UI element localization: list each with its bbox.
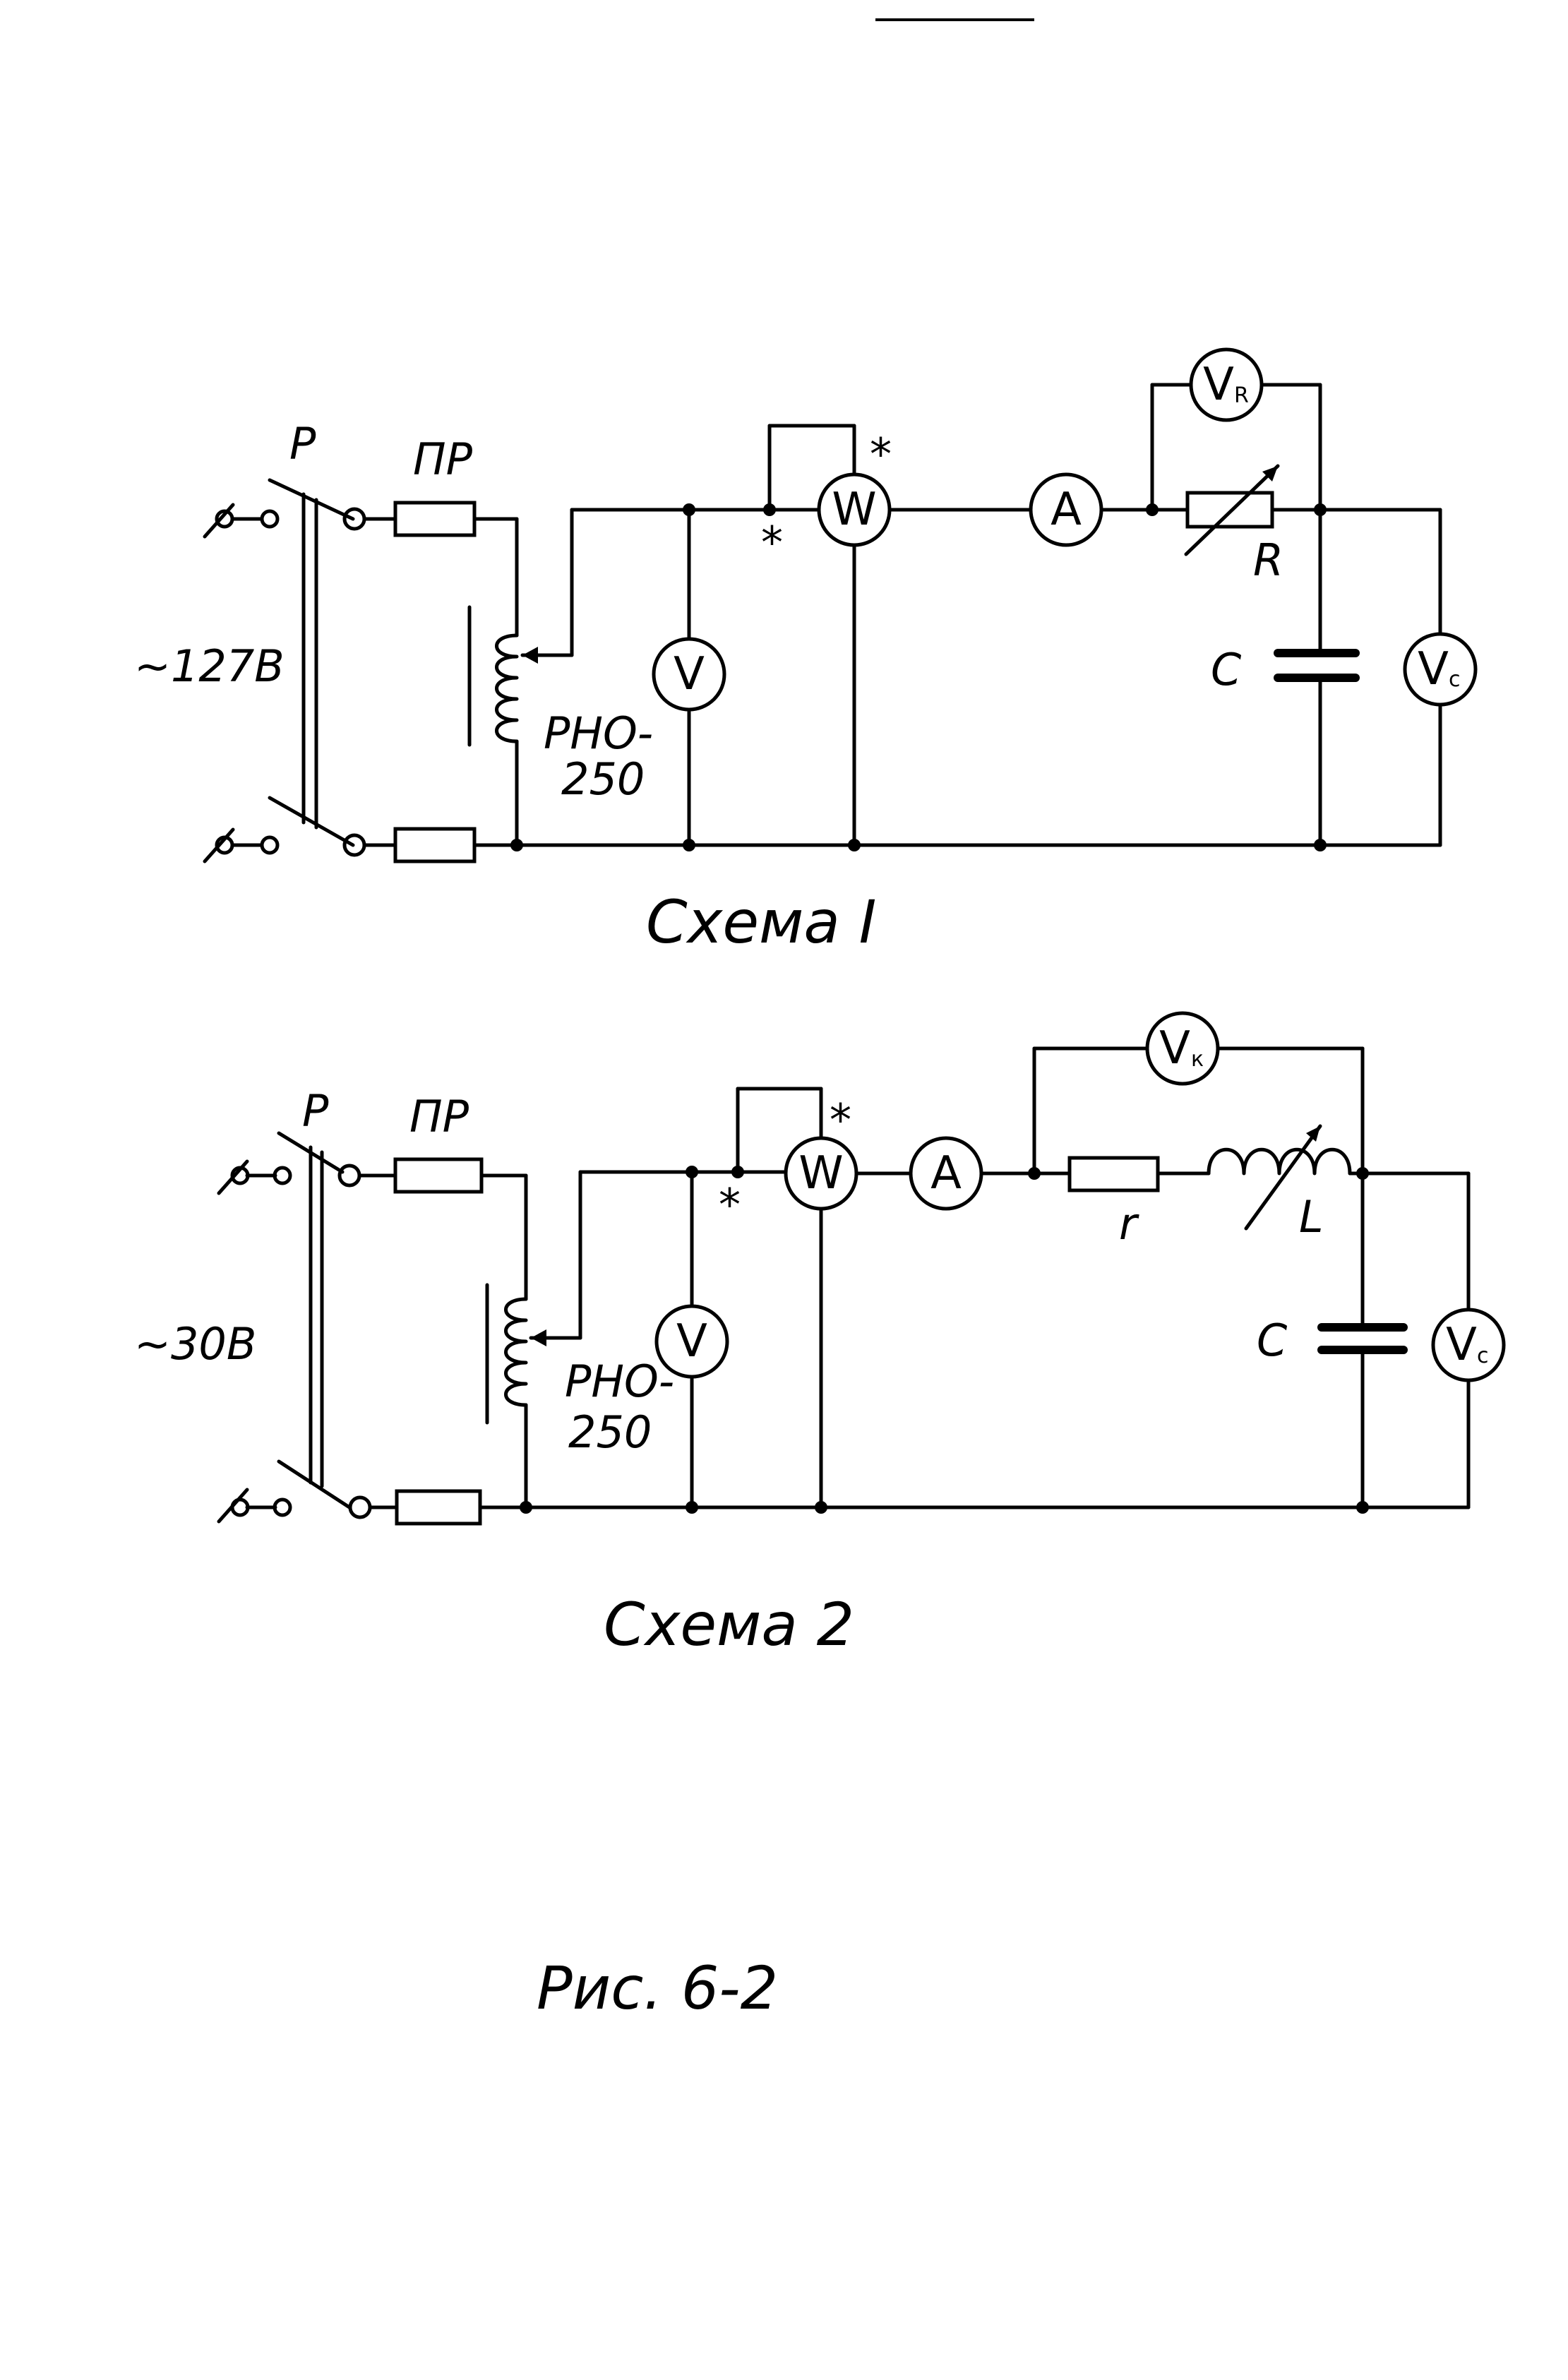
scheme1-resistor-label: R [1253,534,1283,586]
scheme1-fuse-top [393,501,477,537]
scheme2-resistor-label: r [1119,1198,1139,1250]
scheme1-vr-subscript: R [1234,383,1249,408]
scheme1-autotransformer-label-1: РНО- [544,707,653,759]
scheme2-fuse-bottom [395,1489,482,1526]
scheme-1: P ПР РНО- 250 ~127В V [134,347,1478,957]
scheme2-vk-label: V [1159,1022,1190,1075]
scheme2-autotransformer-label-1: РНО- [565,1356,674,1407]
scheme1-vc-label: V [1418,643,1449,695]
scheme1-switch-label: P [289,418,316,470]
scheme1-autotransformer-label-2: 250 [561,753,645,805]
scheme1-ammeter-label: A [1051,484,1082,536]
scheme2-vk-subscript: к [1191,1047,1204,1072]
scheme1-fuse-bottom [393,827,477,863]
scheme2-fuse-label: ПР [409,1091,469,1142]
scheme2-variable-inductor [1207,1124,1352,1231]
scheme1-wattmeter: W [767,424,892,851]
scheme1-wattmeter-label: W [832,484,876,536]
scheme2-input-terminal-top [217,1159,292,1195]
scheme1-wattmeter-star-1: * [761,517,783,568]
scheme2-autotransformer-label-2: 250 [568,1406,652,1458]
scheme2-capacitor-label: C [1257,1315,1288,1366]
scheme1-vr-label: V [1203,359,1234,411]
scheme1-voltmeter-label: V [674,648,705,700]
scheme2-voltmeter-label: V [676,1315,707,1368]
scheme1-capacitor-label: C [1211,644,1242,695]
scheme2-fuse-top [393,1157,484,1194]
scheme1-wattmeter-star-2: * [870,429,892,480]
scheme-2: P ПР РНО- 250 ~30В V [134,1011,1506,1659]
scheme1-vc-subscript: c [1449,667,1461,692]
scheme1-fuse-label: ПР [413,433,473,485]
scheme1-source-label: ~127В [134,640,285,692]
figure-caption: Рис. 6-2 [537,1954,778,2023]
scheme1-autotransformer [467,508,691,847]
scheme1-input-terminal-bottom [203,827,280,863]
scheme2-switch-label: P [302,1085,329,1137]
scheme2-wattmeter-star-1: * [719,1179,741,1231]
scheme2-switch [277,1131,372,1519]
scheme2-wattmeter-label: W [798,1147,843,1200]
scheme2-caption: Схема 2 [604,1590,854,1659]
scheme2-input-terminal-bottom [217,1488,292,1524]
scheme2-ammeter-label: A [930,1147,962,1200]
scheme2-wattmeter: W [736,1087,858,1514]
scheme2-source-label: ~30В [134,1318,256,1370]
scheme2-resistor [1067,1156,1160,1192]
scheme1-caption: Схема I [646,887,876,957]
scheme2-wattmeter-star-2: * [830,1094,851,1146]
scheme2-autotransformer [485,1170,694,1509]
scheme2-inductor-label: L [1299,1191,1324,1243]
scheme2-vc-label: V [1446,1319,1477,1371]
scheme1-input-terminal-top [203,503,280,539]
scheme2-vc-subscript: c [1477,1344,1489,1368]
